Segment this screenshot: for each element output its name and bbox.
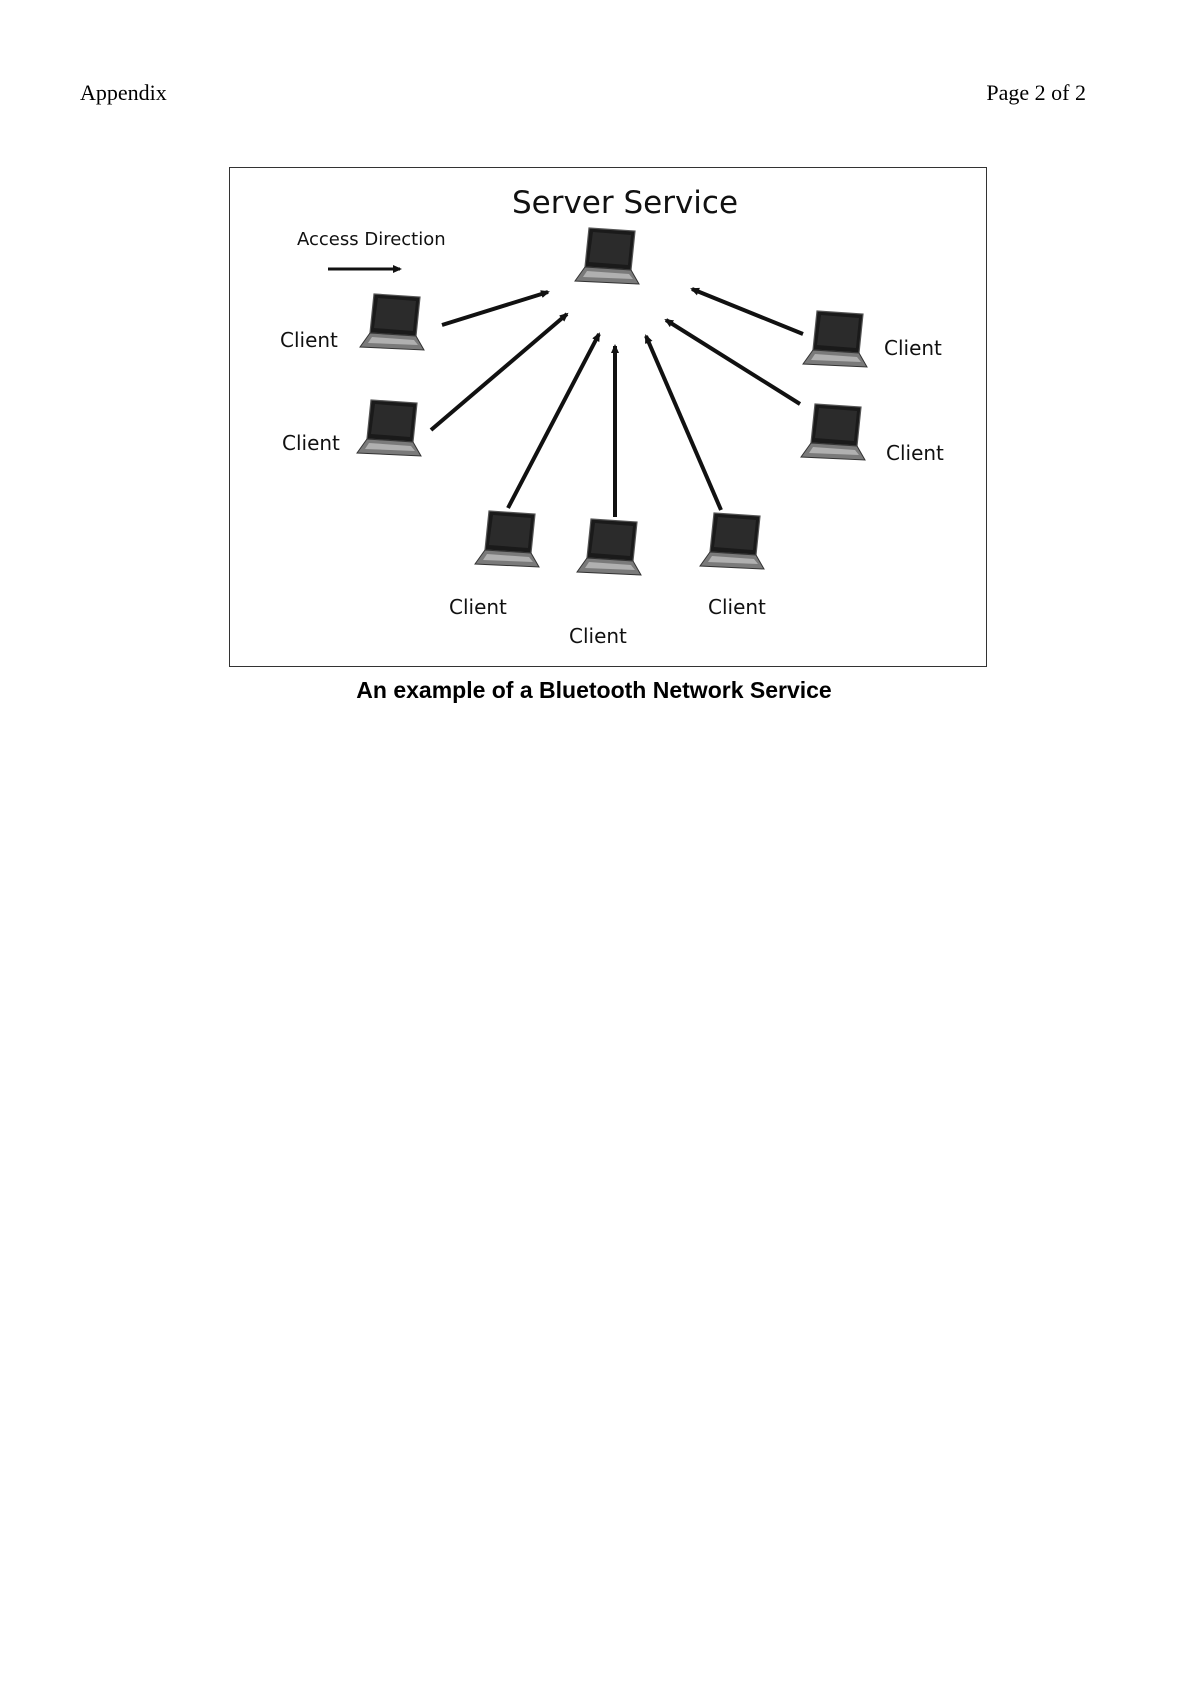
client-label: Client xyxy=(886,441,944,465)
arrow-icon xyxy=(431,314,567,430)
header-page-number: Page 2 of 2 xyxy=(986,80,1086,106)
client-laptop-icon xyxy=(801,404,865,460)
arrow-icon xyxy=(442,292,548,325)
client-laptop-icon xyxy=(357,400,421,456)
client-laptop-icon xyxy=(803,311,867,367)
client-label: Client xyxy=(569,624,627,648)
header-section-title: Appendix xyxy=(80,80,167,106)
server-laptop-icon xyxy=(575,228,639,284)
client-label: Client xyxy=(884,336,942,360)
figure-caption: An example of a Bluetooth Network Servic… xyxy=(0,677,1188,704)
client-label: Client xyxy=(282,431,340,455)
client-laptop-icon xyxy=(700,513,764,569)
arrow-icon xyxy=(666,320,800,404)
client-label: Client xyxy=(708,595,766,619)
arrow-icon xyxy=(508,334,599,508)
client-laptop-icon xyxy=(475,511,539,567)
client-label: Client xyxy=(280,328,338,352)
client-laptop-icon xyxy=(577,519,641,575)
client-laptop-icon xyxy=(360,294,424,350)
client-label: Client xyxy=(449,595,507,619)
arrow-icon xyxy=(692,289,803,334)
arrow-icon xyxy=(646,336,721,510)
server-service-title: Server Service xyxy=(512,185,738,221)
network-diagram: Server Service Access Direction Client C… xyxy=(229,167,987,667)
access-direction-label: Access Direction xyxy=(297,229,446,250)
